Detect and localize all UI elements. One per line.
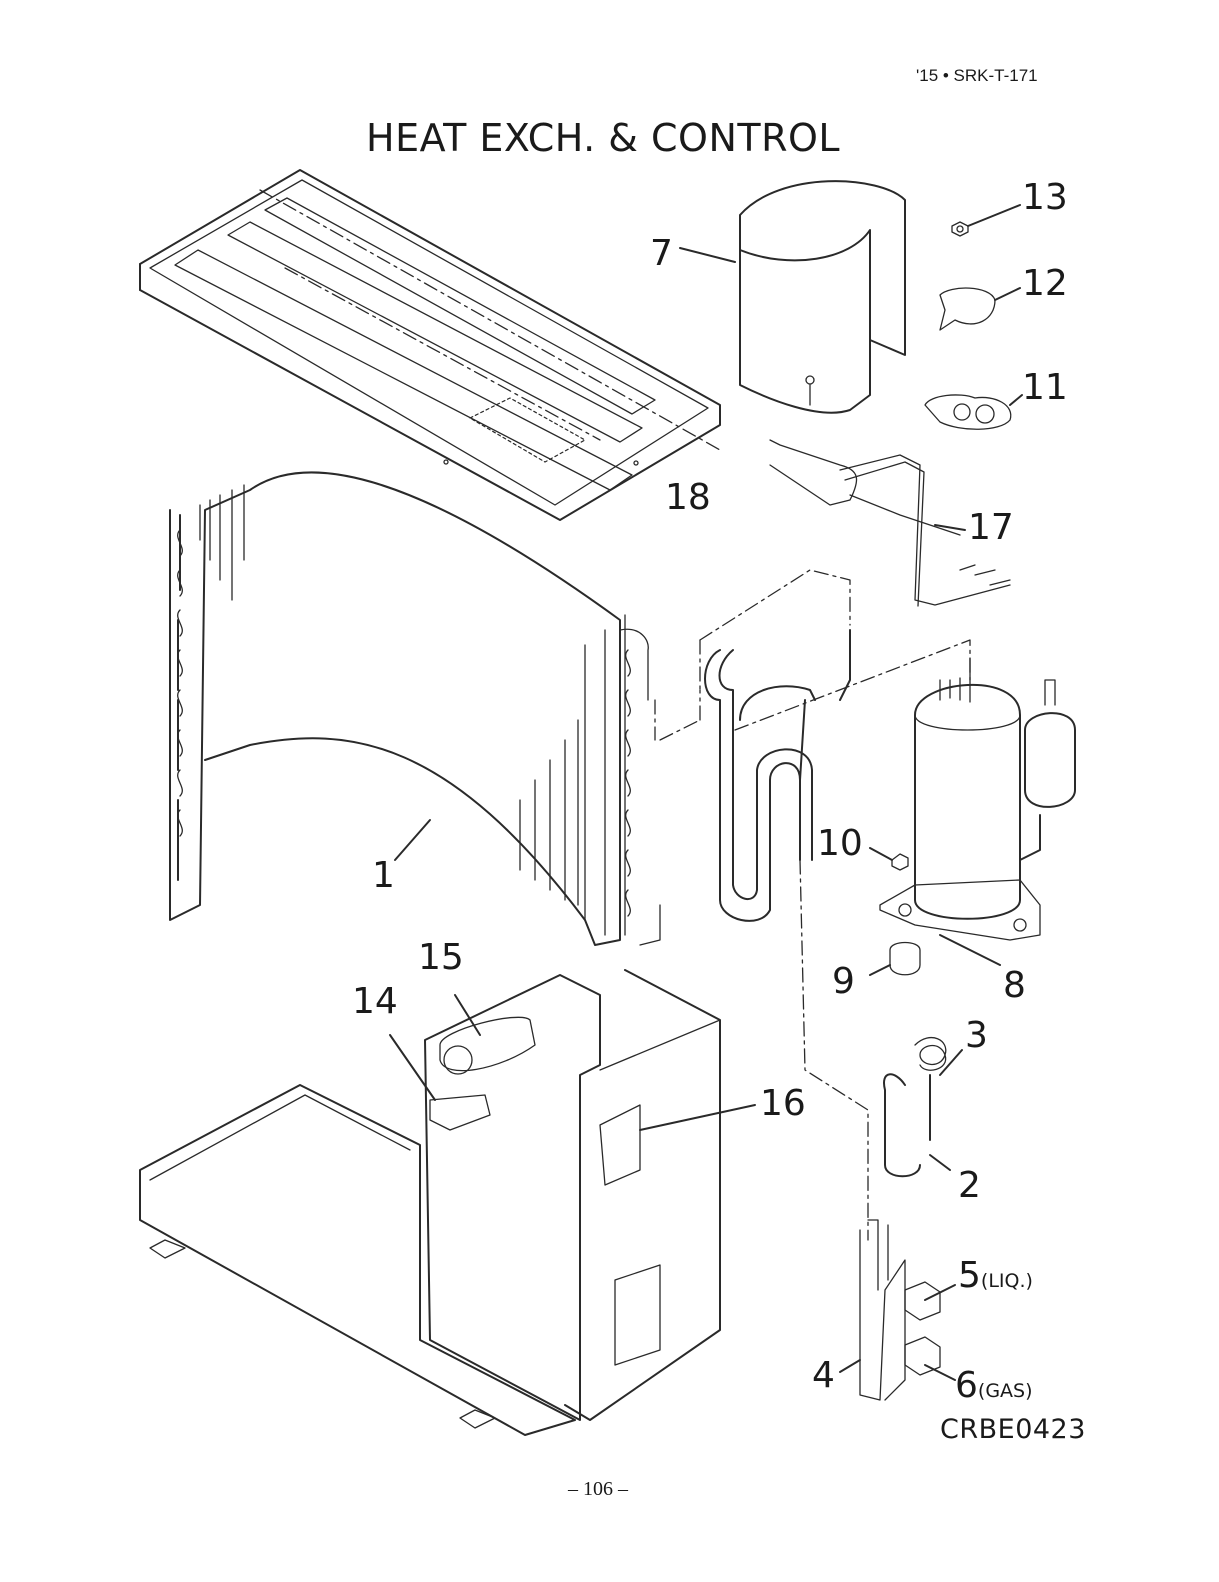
drawing-code: CRBE0423: [940, 1414, 1086, 1445]
callout-17: 17: [968, 510, 1014, 546]
callout-5-number: 5: [958, 1255, 981, 1296]
compressor-part: [870, 658, 1075, 975]
callout-7: 7: [650, 236, 673, 272]
callout-4: 4: [812, 1358, 835, 1394]
small-parts-group: [925, 205, 1022, 429]
callout-6: 6(GAS): [955, 1368, 1033, 1404]
callout-1: 1: [372, 858, 395, 894]
page-number: – 106 –: [568, 1478, 628, 1501]
callout-6-number: 6: [955, 1365, 978, 1406]
callout-5: 5(LIQ.): [958, 1258, 1033, 1294]
callout-10: 10: [817, 826, 863, 862]
heat-exchanger-part: [170, 472, 660, 945]
callout-18: 18: [665, 480, 711, 516]
callout-8: 8: [1003, 968, 1026, 1004]
callout-15: 15: [418, 940, 464, 976]
callout-16: 16: [760, 1086, 806, 1122]
callout-12: 12: [1022, 266, 1068, 302]
callout-5-suffix: (LIQ.): [981, 1270, 1033, 1292]
callout-6-suffix: (GAS): [978, 1380, 1033, 1402]
callout-3: 3: [965, 1018, 988, 1054]
valve-assembly-part: [840, 1038, 962, 1400]
base-and-control-box-part: [140, 970, 755, 1435]
callout-9: 9: [832, 964, 855, 1000]
piping-part: [660, 570, 970, 1240]
sound-insulation-part: [680, 181, 905, 413]
callout-2: 2: [958, 1168, 981, 1204]
callout-14: 14: [352, 984, 398, 1020]
top-panel-part: [140, 170, 720, 520]
callout-13: 13: [1022, 180, 1068, 216]
callout-11: 11: [1022, 370, 1068, 406]
